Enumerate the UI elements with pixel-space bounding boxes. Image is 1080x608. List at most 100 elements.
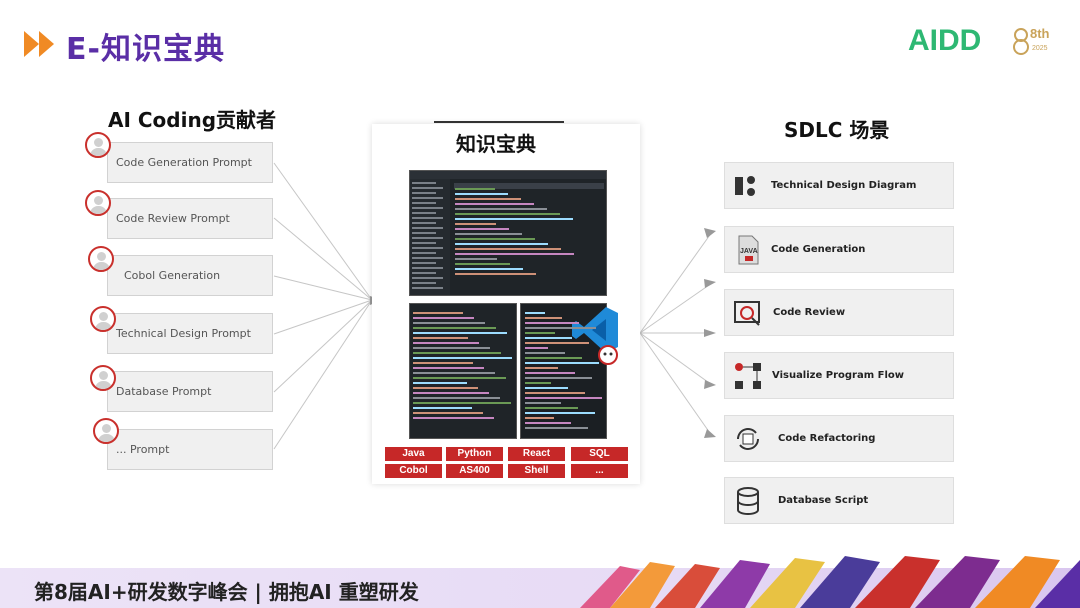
code-line <box>412 257 443 259</box>
aidd-logo: AIDD 8th 2025 <box>908 24 1050 57</box>
code-line <box>525 372 575 374</box>
code-line <box>455 213 560 215</box>
code-line <box>413 337 468 339</box>
code-line <box>525 362 599 364</box>
code-line <box>413 352 501 354</box>
code-line <box>412 197 443 199</box>
code-line <box>455 268 523 270</box>
code-line <box>525 417 554 419</box>
language-tag: ... <box>571 464 628 478</box>
code-line <box>525 312 545 314</box>
code-line <box>525 412 595 414</box>
code-line <box>412 202 436 204</box>
code-line <box>525 332 555 334</box>
code-line <box>525 322 579 324</box>
code-line <box>413 357 512 359</box>
code-line <box>413 397 500 399</box>
code-line <box>412 242 436 244</box>
code-line <box>455 203 534 205</box>
language-tag: Java <box>385 447 442 461</box>
code-line <box>412 267 443 269</box>
code-line <box>412 207 443 209</box>
prompt-card <box>107 371 273 412</box>
code-line <box>413 342 479 344</box>
sdlc-card <box>724 415 954 462</box>
logo-edition: 8th <box>1030 26 1050 41</box>
code-line <box>525 357 582 359</box>
language-tag: AS400 <box>446 464 503 478</box>
panel-title-rule <box>434 121 564 123</box>
code-line <box>412 217 443 219</box>
logo-year: 2025 <box>1032 45 1048 52</box>
code-line <box>455 238 535 240</box>
avatar-icon <box>88 246 114 272</box>
code-line <box>413 412 483 414</box>
code-line <box>525 402 561 404</box>
sdlc-title: SDLC 场景 <box>784 118 890 142</box>
sdlc-label: Code Refactoring <box>778 433 876 444</box>
code-line <box>455 243 548 245</box>
code-line <box>413 332 507 334</box>
prompt-card <box>107 142 273 183</box>
code-line <box>413 377 506 379</box>
code-line <box>525 367 558 369</box>
sdlc-label: Visualize Program Flow <box>772 370 904 381</box>
avatar-icon <box>90 306 116 332</box>
code-line <box>455 248 561 250</box>
code-line <box>413 367 484 369</box>
code-line <box>413 347 490 349</box>
code-line <box>413 312 463 314</box>
code-line <box>525 342 589 344</box>
code-line <box>412 282 436 284</box>
code-line <box>412 212 436 214</box>
sdlc-label: Database Script <box>778 495 869 506</box>
avatar-icon <box>90 365 116 391</box>
language-tag: Shell <box>508 464 565 478</box>
code-review-icon <box>734 301 760 326</box>
language-tag: Cobol <box>385 464 442 478</box>
prompt-label: Database Prompt <box>116 385 212 398</box>
prompt-label: ... Prompt <box>116 443 170 456</box>
code-line <box>412 262 436 264</box>
footer-slogan: 第8届AI+研发数字峰会 | 拥抱AI 重塑研发 <box>34 580 419 604</box>
code-line <box>412 252 436 254</box>
language-tag: Python <box>446 447 503 461</box>
sdlc-card <box>724 162 954 209</box>
chat-screenshot <box>409 303 517 439</box>
prompt-label: Code Generation Prompt <box>116 156 252 169</box>
code-line <box>412 227 443 229</box>
sdlc-card <box>724 477 954 524</box>
prompt-label: Technical Design Prompt <box>116 327 251 340</box>
code-line <box>525 377 592 379</box>
code-line <box>525 337 572 339</box>
code-line <box>455 193 508 195</box>
language-tag: React <box>508 447 565 461</box>
code-line <box>525 317 562 319</box>
code-line <box>412 232 436 234</box>
code-line <box>412 222 436 224</box>
header-arrows-icon <box>24 31 54 57</box>
svg-text:JAVA: JAVA <box>740 248 758 255</box>
code-line <box>413 317 474 319</box>
code-line <box>525 387 568 389</box>
language-tag: SQL <box>571 447 628 461</box>
code-line <box>455 253 574 255</box>
code-line <box>413 417 494 419</box>
avatar-icon <box>85 190 111 216</box>
code-line <box>455 198 521 200</box>
prompt-card <box>107 198 273 239</box>
gears-icon <box>735 176 755 196</box>
code-line <box>412 187 443 189</box>
code-line <box>525 407 578 409</box>
prompt-card <box>107 313 273 354</box>
refactor-icon <box>737 428 759 450</box>
code-line <box>525 397 602 399</box>
code-line <box>412 277 443 279</box>
code-line <box>455 233 522 235</box>
flow-icon <box>735 363 761 389</box>
slide-title: E-知识宝典 <box>66 32 225 67</box>
code-line <box>455 273 536 275</box>
svg-text:AIDD: AIDD <box>908 24 981 57</box>
sdlc-card <box>724 226 954 273</box>
code-line <box>455 218 573 220</box>
